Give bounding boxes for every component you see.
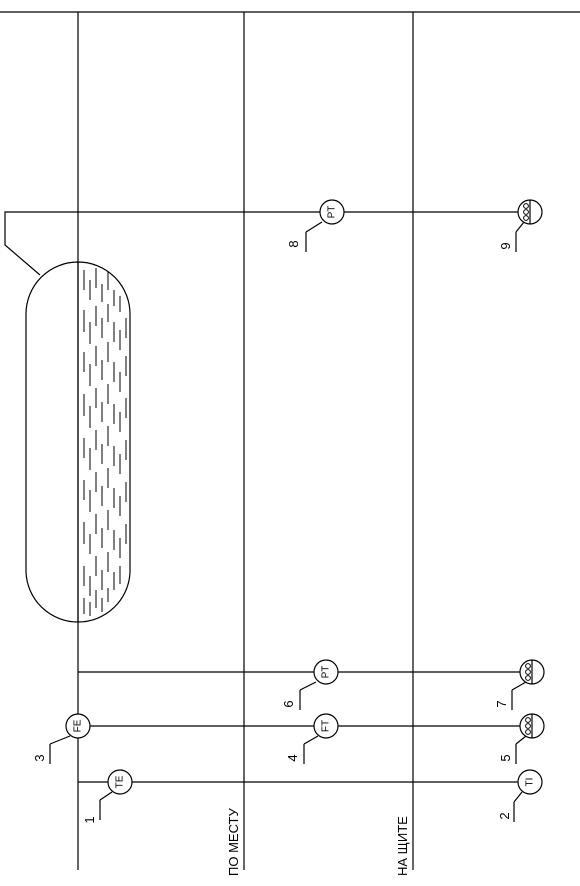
section-label-panel: НА ЩИТЕ — [395, 816, 410, 876]
instrument-6-bubble — [313, 659, 339, 685]
instrument-5-symbol — [525, 717, 531, 735]
instrument-5-number: 5 — [498, 754, 513, 761]
instrument-1: TE 1 — [82, 769, 133, 824]
instrument-7-number: 7 — [494, 700, 509, 707]
instrument-6-number: 6 — [281, 700, 296, 707]
vessel-outlet-line — [4, 211, 320, 276]
instrument-6: PT 6 — [281, 659, 339, 710]
vessel-liquid-hatching — [83, 268, 127, 616]
instrument-5: 5 — [498, 713, 545, 764]
vessel — [25, 261, 131, 623]
instrument-9-symbol — [523, 203, 529, 221]
instrument-8-tag: PT — [327, 206, 338, 219]
instrument-8: PT 8 — [286, 199, 345, 252]
instrument-8-bubble — [319, 199, 345, 225]
instrument-3-tag: FE — [73, 719, 84, 732]
instrument-4: FT 4 — [285, 713, 339, 764]
instrument-1-tag: TE — [115, 775, 126, 788]
instrument-4-number: 4 — [285, 754, 300, 761]
instrument-2-tag: TI — [525, 778, 536, 787]
instrument-7: 7 — [494, 659, 545, 710]
instrument-3-number: 3 — [32, 754, 47, 761]
vessel-outline — [25, 261, 131, 623]
instrument-4-bubble — [313, 713, 339, 739]
instrument-2: TI 2 — [497, 769, 543, 822]
instrument-4-tag: FT — [321, 720, 332, 732]
instrument-3: FE 3 — [32, 713, 91, 764]
instrument-7-symbol — [525, 663, 531, 681]
instrument-2-number: 2 — [497, 812, 512, 819]
instrument-1-bubble — [107, 769, 133, 795]
instrument-2-bubble — [517, 769, 543, 795]
section-label-local: ПО МЕСТУ — [226, 808, 241, 876]
instrument-6-tag: PT — [321, 666, 332, 679]
instrument-1-number: 1 — [82, 816, 97, 823]
instrument-9: 9 — [498, 199, 543, 252]
instrument-9-number: 9 — [498, 242, 513, 249]
instrument-3-bubble — [65, 713, 91, 739]
instrument-8-number: 8 — [286, 240, 301, 247]
